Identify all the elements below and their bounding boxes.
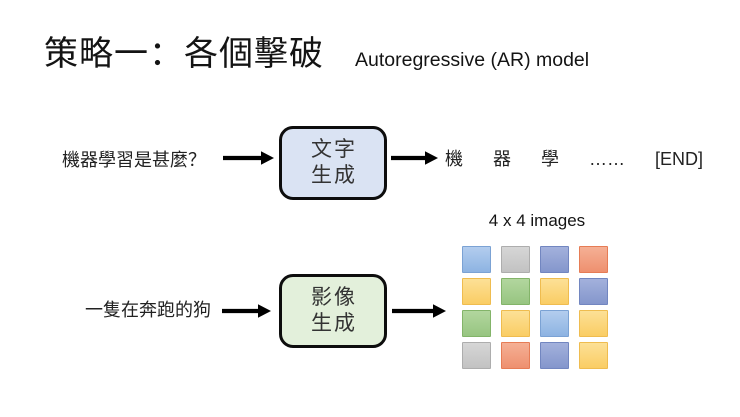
image-patch-yellow xyxy=(540,278,569,305)
image-patch-salmon xyxy=(579,246,608,273)
image-generation-box-label-line1: 影像 xyxy=(311,286,357,309)
output-token: 器 xyxy=(493,149,511,169)
output-token-sequence: 機 器 學 …… [END] xyxy=(445,148,703,171)
image-patch-yellow xyxy=(462,278,491,305)
image-patch-salmon xyxy=(501,342,530,369)
image-patch-green xyxy=(501,278,530,305)
output-token: 機 xyxy=(445,149,463,169)
image-patch-yellow xyxy=(501,310,530,337)
image-patch-yellow xyxy=(579,310,608,337)
text-generation-box: 文字 生成 xyxy=(279,126,387,200)
arrow-text-box-to-tokens xyxy=(391,151,438,165)
image-patch-lightblue xyxy=(540,310,569,337)
arrow-input-to-image-box xyxy=(222,304,271,318)
output-token: [END] xyxy=(655,149,704,169)
image-patch-grid xyxy=(462,246,608,369)
arrow-image-box-to-grid xyxy=(392,304,446,318)
image-flow-input-prompt: 一隻在奔跑的狗 xyxy=(85,300,211,320)
output-token: …… xyxy=(589,149,625,169)
page-title: 策略一：各個擊破 xyxy=(44,35,324,73)
text-flow-input-prompt: 機器學習是甚麼？ xyxy=(62,150,206,170)
image-generation-box-label-line2: 生成 xyxy=(311,312,357,335)
image-patch-periwinkle xyxy=(579,278,608,305)
text-generation-box-label-line2: 生成 xyxy=(311,164,357,187)
image-generation-box: 影像 生成 xyxy=(279,274,387,348)
image-patch-gray xyxy=(501,246,530,273)
image-patch-periwinkle xyxy=(540,246,569,273)
image-patch-yellow xyxy=(579,342,608,369)
output-token: 學 xyxy=(541,149,559,169)
image-patch-periwinkle xyxy=(540,342,569,369)
grid-caption: 4 x 4 images xyxy=(488,211,586,230)
arrow-input-to-text-box xyxy=(223,151,274,165)
image-patch-green xyxy=(462,310,491,337)
image-patch-gray xyxy=(462,342,491,369)
subtitle-ar-model: Autoregressive (AR) model xyxy=(355,49,590,71)
text-generation-box-label-line1: 文字 xyxy=(311,138,357,161)
image-patch-lightblue xyxy=(462,246,491,273)
